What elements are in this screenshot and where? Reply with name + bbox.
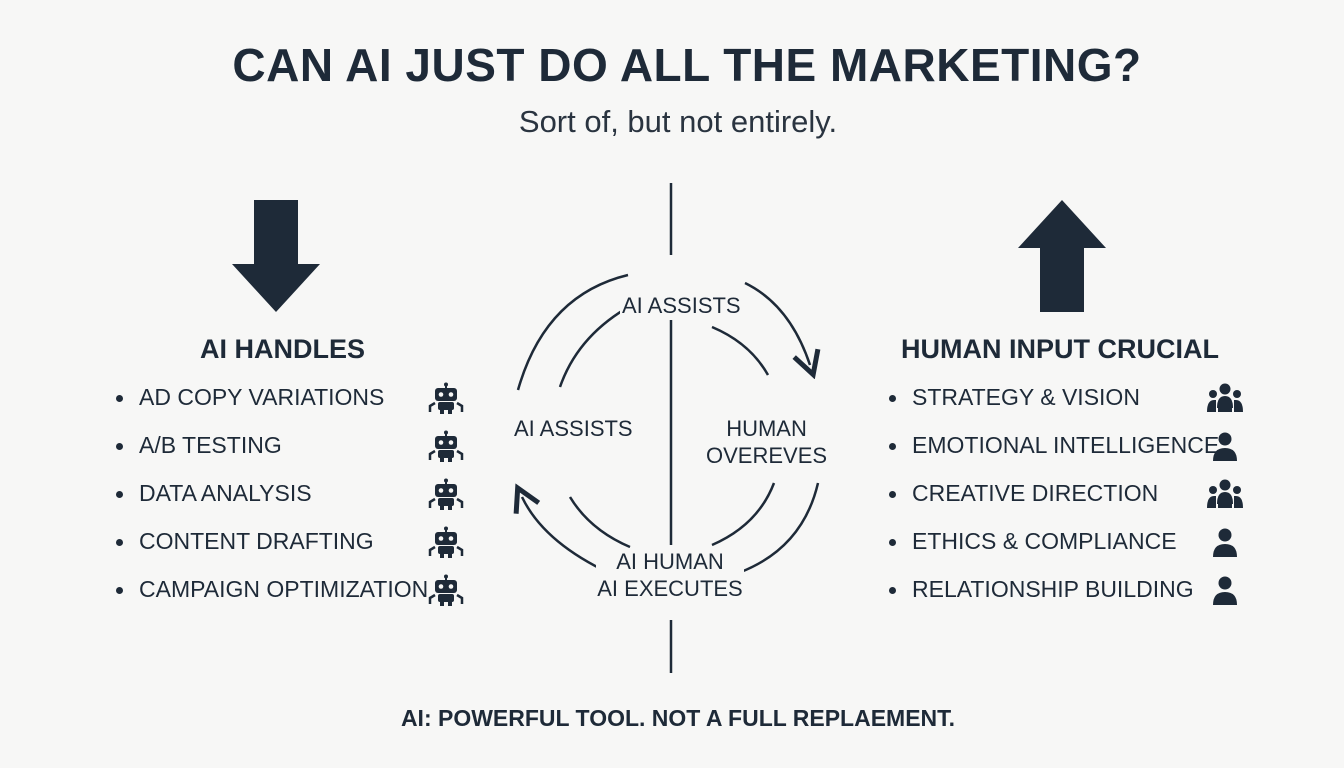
- bullet: [889, 395, 896, 402]
- bullet: [116, 491, 123, 498]
- human-input-list: STRATEGY & VISION EMOTIONAL INTELLIGENCE…: [889, 382, 1249, 622]
- team-icon: [1207, 479, 1243, 508]
- human-item-label: ETHICS & COMPLIANCE: [912, 528, 1177, 554]
- arc-bottom-right-inner: [711, 482, 776, 547]
- cycle-diagram: AI ASSISTS AI ASSISTS HUMAN OVEREVES AI …: [500, 175, 840, 675]
- list-item: CONTENT DRAFTING: [116, 526, 476, 574]
- ai-item-label: A/B TESTING: [139, 432, 282, 458]
- human-item-label: RELATIONSHIP BUILDING: [912, 576, 1194, 602]
- cycle-label-bottom-line1: AI HUMAN: [616, 549, 724, 574]
- cycle-label-top: AI ASSISTS: [620, 292, 743, 319]
- human-input-heading: HUMAN INPUT CRUCIAL: [901, 334, 1219, 364]
- cycle-label-right-line2: OVEREVES: [706, 443, 828, 468]
- person-icon: [1213, 432, 1237, 461]
- ai-handles-heading: AI HANDLES: [200, 334, 366, 364]
- list-item: ETHICS & COMPLIANCE: [889, 526, 1249, 574]
- bullet: [116, 395, 123, 402]
- cycle-label-left: AI ASSISTS: [514, 416, 633, 441]
- cycle-label-bottom-line2: AI EXECUTES: [597, 576, 743, 601]
- robot-icon: [428, 478, 464, 510]
- list-item: A/B TESTING: [116, 430, 476, 478]
- ai-item-label: AD COPY VARIATIONS: [139, 384, 385, 410]
- list-item: CAMPAIGN OPTIMIZATION: [116, 574, 476, 622]
- list-item: AD COPY VARIATIONS: [116, 382, 476, 430]
- arc-top-right-inner: [711, 325, 770, 376]
- arc-top-left-outer: [516, 273, 629, 391]
- cycle-label-right: HUMAN OVEREVES: [706, 415, 827, 469]
- list-item: CREATIVE DIRECTION: [889, 478, 1249, 526]
- list-item: RELATIONSHIP BUILDING: [889, 574, 1249, 622]
- ai-item-label: CONTENT DRAFTING: [139, 528, 374, 554]
- cycle-label-right-line1: HUMAN: [726, 416, 807, 441]
- list-item: EMOTIONAL INTELLIGENCE: [889, 430, 1249, 478]
- bullet: [116, 587, 123, 594]
- team-icon: [1207, 383, 1243, 412]
- cycle-label-bottom: AI HUMAN AI EXECUTES: [596, 548, 744, 602]
- human-item-label: STRATEGY & VISION: [912, 384, 1140, 410]
- page-subtitle: Sort of, but not entirely.: [518, 104, 838, 139]
- person-icon: [1213, 576, 1237, 605]
- bullet: [889, 539, 896, 546]
- list-item: DATA ANALYSIS: [116, 478, 476, 526]
- person-icon: [1213, 528, 1237, 557]
- ai-handles-list: AD COPY VARIATIONS A/B TESTING DATA ANAL…: [116, 382, 476, 622]
- bullet: [889, 491, 896, 498]
- human-item-label: EMOTIONAL INTELLIGENCE: [912, 432, 1220, 458]
- arc-bottom-left-inner: [568, 496, 631, 549]
- arc-top-right-outer: [744, 281, 810, 365]
- robot-icon: [428, 526, 464, 558]
- bullet: [116, 539, 123, 546]
- bullet: [889, 443, 896, 450]
- robot-icon: [428, 430, 464, 462]
- ai-item-label: CAMPAIGN OPTIMIZATION: [139, 576, 429, 602]
- page-title: CAN AI JUST DO ALL THE MARKETING?: [232, 39, 1142, 91]
- bullet: [889, 587, 896, 594]
- list-item: STRATEGY & VISION: [889, 382, 1249, 430]
- arrow-down-icon: [232, 200, 320, 312]
- ai-item-label: DATA ANALYSIS: [139, 480, 312, 506]
- bullet: [116, 443, 123, 450]
- robot-icon: [428, 574, 464, 606]
- arrow-up-icon: [1018, 200, 1106, 312]
- human-item-label: CREATIVE DIRECTION: [912, 480, 1159, 506]
- robot-icon: [428, 382, 464, 414]
- footer-tagline: AI: POWERFUL TOOL. NOT A FULL REPLAEMENT…: [400, 705, 956, 731]
